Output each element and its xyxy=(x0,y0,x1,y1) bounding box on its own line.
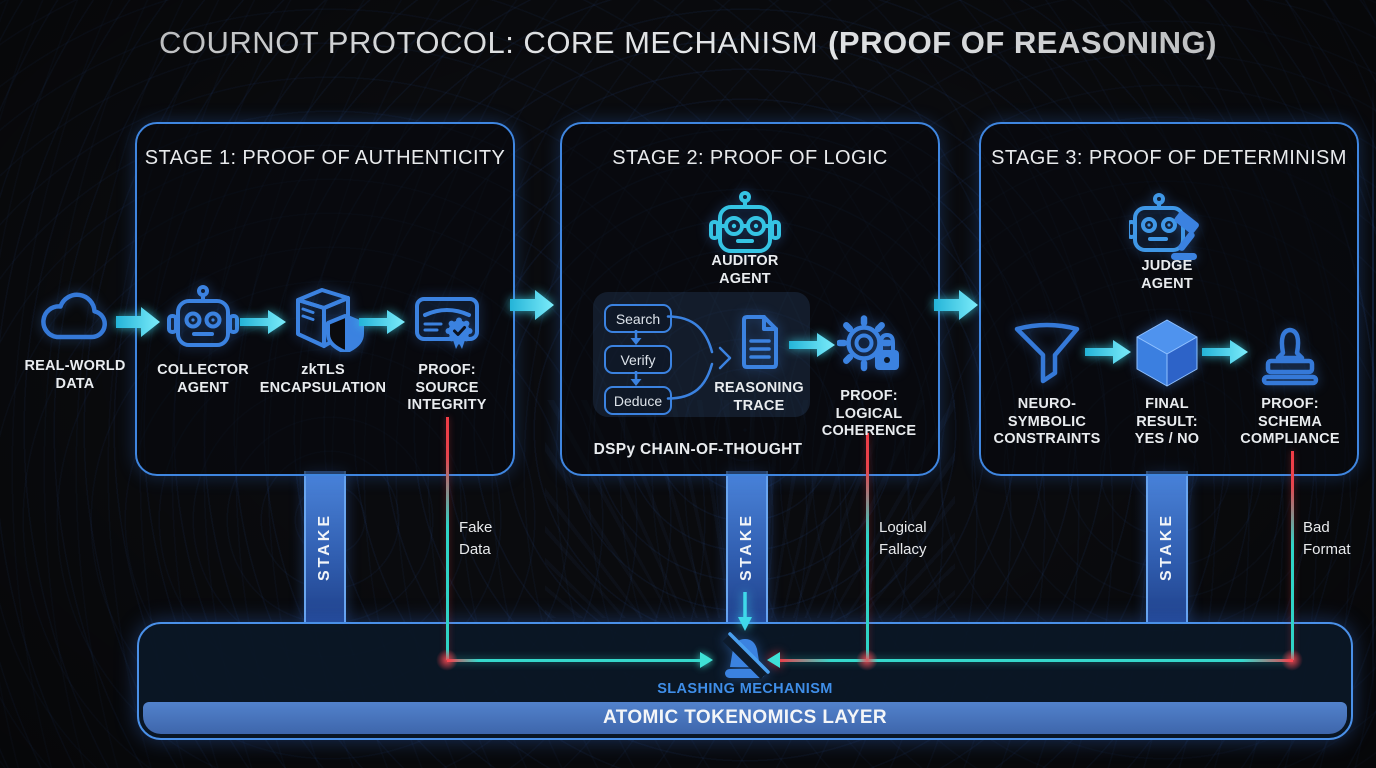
tokenomics-label: ATOMIC TOKENOMICS LAYER xyxy=(602,707,888,728)
auditor-agent-robot-icon xyxy=(709,190,781,261)
slash-line-right xyxy=(780,659,1293,662)
penalty-label-fake-data: Fake Data xyxy=(459,519,493,558)
stake-label-2: STAKE xyxy=(738,512,756,582)
arrow-result-to-proof3 xyxy=(1202,338,1250,371)
slash-arrowhead-left xyxy=(700,652,713,668)
step-box-verify: Verify xyxy=(604,345,672,374)
step-search-label: Search xyxy=(615,310,661,327)
proof-logical-coherence-label: PROOF: LOGICAL COHERENCE xyxy=(821,388,917,439)
slashing-mechanism-label: SLASHING MECHANISM xyxy=(657,681,833,697)
zktls-label: zkTLS ENCAPSULATION xyxy=(259,362,387,396)
step-deduce-label: Deduce xyxy=(613,392,663,409)
penalty-label-logical-fallacy: Logical Fallacy xyxy=(879,519,927,558)
penalty-line-fake-data xyxy=(446,417,449,660)
certificate-icon xyxy=(411,287,483,356)
stake-pillar-3: STAKE xyxy=(1146,471,1188,623)
proof-schema-compliance-label: PROOF: SCHEMA COMPLIANCE xyxy=(1240,396,1340,447)
cloud-icon xyxy=(35,290,113,349)
flow-arrow-stage1-to-stage2 xyxy=(510,287,556,328)
right-edge-glow xyxy=(1372,80,1374,700)
proof-source-integrity-label: PROOF: SOURCE INTEGRITY xyxy=(407,362,487,413)
step-box-deduce: Deduce xyxy=(604,386,672,415)
arrow-trace-to-proof2 xyxy=(789,331,837,364)
page-title-bold: (PROOF OF REASONING) xyxy=(828,25,1217,60)
arrow-search-to-verify xyxy=(629,330,643,351)
arrow-collector-to-zktls xyxy=(240,308,288,341)
corner-glow-1 xyxy=(436,649,458,671)
tokenomics-bar: ATOMIC TOKENOMICS LAYER xyxy=(143,702,1347,734)
page-title-regular: COURNOT PROTOCOL: CORE MECHANISM xyxy=(159,25,819,60)
corner-glow-3 xyxy=(1281,649,1303,671)
collector-agent-robot-icon xyxy=(167,284,239,355)
stage2-title: STAGE 2: PROOF OF LOGIC xyxy=(612,147,888,169)
stake-label-3: STAKE xyxy=(1158,512,1176,582)
corner-glow-2 xyxy=(856,649,878,671)
penalty-label-bad-format: Bad Format xyxy=(1303,519,1351,558)
auditor-agent-label: AUDITOR AGENT xyxy=(711,253,779,287)
flow-arrow-stage2-to-stage3 xyxy=(934,287,980,328)
reasoning-trace-document-icon xyxy=(735,312,783,377)
funnel-icon xyxy=(1012,320,1082,389)
final-result-label: FINAL RESULT: YES / NO xyxy=(1134,396,1200,447)
arrow-constraints-to-result xyxy=(1085,338,1133,371)
step-box-search: Search xyxy=(604,304,672,333)
neuro-symbolic-constraints-label: NEURO- SYMBOLIC CONSTRAINTS xyxy=(993,396,1101,447)
penalty-line-logical-fallacy xyxy=(866,433,869,660)
slash-line-left xyxy=(447,659,710,662)
slashing-mechanism-icon xyxy=(718,629,772,688)
stage2-box: STAGE 2: PROOF OF LOGIC xyxy=(560,122,940,476)
gear-lock-icon xyxy=(836,312,903,381)
arrow-zktls-to-proof1 xyxy=(359,308,407,341)
judge-agent-robot-icon xyxy=(1126,192,1205,267)
page-title: COURNOT PROTOCOL: CORE MECHANISM (PROOF O… xyxy=(0,25,1376,61)
zktls-server-shield-icon xyxy=(286,282,364,357)
reasoning-trace-label: REASONING TRACE xyxy=(714,380,804,414)
penalty-line-bad-format xyxy=(1291,451,1294,660)
stamp-icon xyxy=(1255,320,1325,391)
arrow-stake-to-slashing xyxy=(737,592,753,639)
source-label: REAL-WORLD DATA xyxy=(24,358,126,392)
stage3-title: STAGE 3: PROOF OF DETERMINISM xyxy=(991,147,1347,169)
slash-arrowhead-right xyxy=(767,652,780,668)
flow-arrow-source-to-stage1 xyxy=(116,304,162,345)
step-verify-label: Verify xyxy=(620,351,656,368)
stake-pillar-1: STAKE xyxy=(304,471,346,623)
cube-icon xyxy=(1133,316,1201,393)
collector-agent-label: COLLECTOR AGENT xyxy=(157,362,249,396)
judge-agent-label: JUDGE AGENT xyxy=(1141,258,1193,292)
stake-label-1: STAKE xyxy=(316,512,334,582)
stake-pillar-2: STAKE xyxy=(726,471,768,623)
chain-of-thought-connector xyxy=(666,302,734,419)
arrow-verify-to-deduce xyxy=(629,371,643,392)
stage3-box: STAGE 3: PROOF OF DETERMINISM xyxy=(979,122,1359,476)
dspy-caption: DSPy CHAIN-OF-THOUGHT xyxy=(593,441,803,458)
stage1-title: STAGE 1: PROOF OF AUTHENTICITY xyxy=(144,147,506,169)
